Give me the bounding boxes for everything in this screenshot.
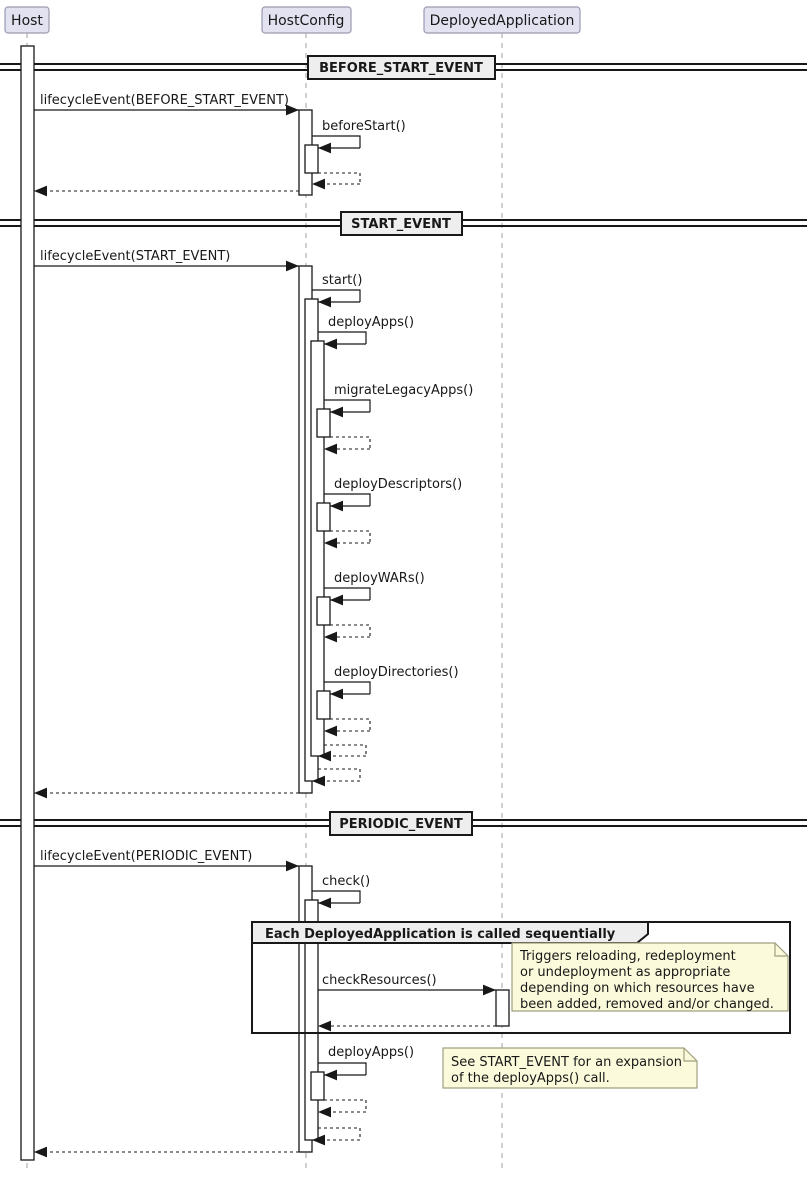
note-body (442, 1047, 698, 1089)
message-label: check() (322, 874, 370, 889)
participant-host: Host (4, 6, 50, 34)
note-fold (683, 1048, 697, 1062)
divider-before-start-event: BEFORE_START_EVENT (0, 55, 807, 80)
self-call-line (312, 289, 361, 302)
group-each-deployedapplication: Each DeployedApplication is called seque… (251, 921, 791, 1034)
self-return-line (318, 172, 361, 184)
self-call-line (324, 493, 371, 506)
message-deploy-descriptors: deployDescriptors() (324, 477, 462, 549)
participant-hostconfig: HostConfig (261, 6, 352, 34)
self-call-line (318, 1062, 367, 1075)
message-lifecycle-before-start: lifecycleEvent(BEFORE_START_EVENT) (34, 93, 299, 116)
participant-box (423, 6, 581, 34)
participant-box (261, 6, 352, 34)
note-line: Triggers reloading, redeployment (519, 949, 736, 964)
return-check (312, 1127, 361, 1146)
hostconfig-activation (304, 144, 319, 174)
divider-label: PERIODIC_EVENT (339, 817, 463, 832)
divider-label-box (307, 55, 496, 80)
group-header (251, 921, 649, 944)
return-deploy-apps (318, 744, 367, 762)
message-label: beforeStart() (322, 119, 406, 134)
hostconfig-activation (310, 340, 325, 757)
message-deploy-apps-periodic: deployApps() (318, 1045, 414, 1118)
participant-label: DeployedApplication (430, 13, 575, 29)
divider-label-box (329, 811, 473, 836)
message-label: deployDescriptors() (334, 477, 462, 492)
message-deploy-directories: deployDirectories() (324, 665, 459, 737)
hostconfig-activation (316, 502, 331, 532)
self-call-line (324, 399, 371, 412)
note-body (511, 942, 789, 1012)
message-before-start: beforeStart() (312, 119, 406, 190)
divider-label: START_EVENT (351, 217, 451, 232)
return-start (312, 768, 361, 787)
message-label: lifecycleEvent(BEFORE_START_EVENT) (40, 93, 289, 108)
participant-label: Host (11, 13, 43, 29)
hostconfig-activation (310, 1071, 325, 1101)
message-label: checkResources() (322, 973, 437, 988)
note-line: of the deployApps() call. (451, 1071, 610, 1086)
self-call-line (324, 587, 371, 600)
self-return-line (330, 436, 371, 449)
hostconfig-activation (316, 690, 331, 720)
note-triggers-reloading: Triggers reloading, redeployment or unde… (511, 942, 789, 1012)
message-start: start() (312, 273, 362, 308)
message-label: deployDirectories() (334, 665, 459, 680)
self-return-line (324, 744, 367, 756)
group-label: Each DeployedApplication is called seque… (265, 927, 616, 942)
message-check: check() (312, 874, 370, 909)
note-line: or undeployment as appropriate (520, 965, 730, 980)
message-migrate-legacy-apps: migrateLegacyApps() (324, 383, 473, 455)
deployedapplication-activation (495, 989, 510, 1027)
message-label: deployApps() (328, 1045, 414, 1060)
divider-start-event: START_EVENT (0, 211, 807, 236)
self-return-line (330, 530, 371, 543)
divider-label: BEFORE_START_EVENT (319, 61, 483, 76)
participant-box (4, 6, 50, 34)
self-return-line (318, 1127, 361, 1140)
note-fold (774, 943, 788, 957)
message-label: deployWARs() (334, 571, 425, 586)
message-deploy-wars: deployWARs() (324, 571, 425, 643)
self-call-line (324, 681, 371, 694)
self-return-line (318, 768, 361, 781)
participant-deployedapplication: DeployedApplication (423, 6, 581, 34)
self-call-line (312, 890, 361, 903)
note-line: depending on which resources have (520, 981, 755, 996)
message-label: deployApps() (328, 315, 414, 330)
self-return-line (330, 718, 371, 731)
message-label: lifecycleEvent(PERIODIC_EVENT) (40, 849, 252, 864)
host-activation (20, 45, 35, 1161)
message-deploy-apps: deployApps() (318, 315, 414, 350)
divider-label-box (340, 211, 463, 236)
activation-bars (20, 45, 510, 1161)
message-label: start() (322, 273, 362, 288)
self-return-line (324, 1099, 367, 1112)
lifelines (26, 33, 503, 1172)
message-lifecycle-periodic: lifecycleEvent(PERIODIC_EVENT) (34, 849, 299, 872)
message-label: migrateLegacyApps() (334, 383, 473, 398)
message-label: lifecycleEvent(START_EVENT) (40, 249, 230, 264)
self-call-line (318, 331, 367, 344)
self-call-line (312, 135, 361, 148)
hostconfig-activation (316, 596, 331, 626)
message-check-resources: checkResources() (318, 973, 496, 1032)
hostconfig-activation (316, 408, 331, 438)
note-line: See START_EVENT for an expansion (451, 1055, 682, 1070)
note-see-start-event: See START_EVENT for an expansion of the … (442, 1047, 698, 1089)
note-line: been added, removed and/or changed. (520, 997, 774, 1012)
self-return-line (330, 624, 371, 637)
message-lifecycle-start: lifecycleEvent(START_EVENT) (34, 249, 299, 272)
divider-periodic-event: PERIODIC_EVENT (0, 811, 807, 836)
participant-label: HostConfig (268, 13, 345, 29)
